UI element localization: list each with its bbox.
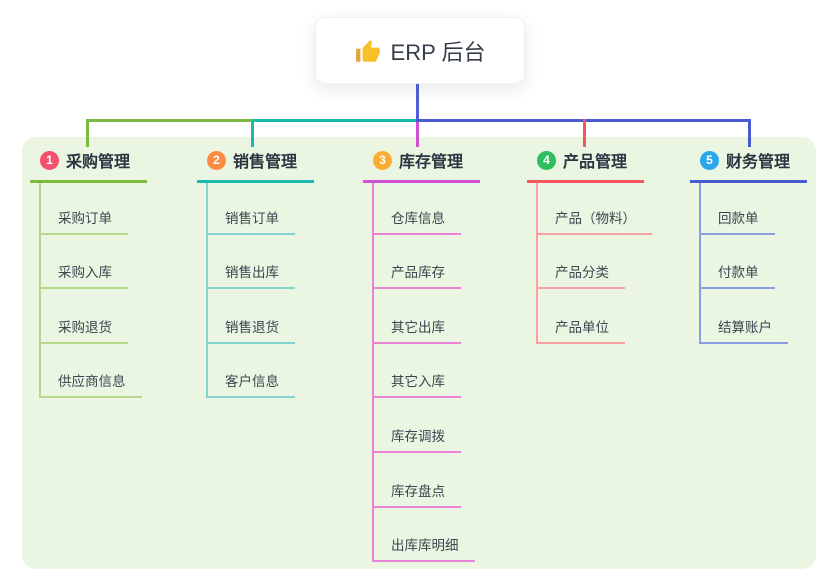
- root-title: ERP 后台: [390, 39, 486, 65]
- child-node[interactable]: 供应商信息: [41, 344, 142, 399]
- branch-node-product[interactable]: 4 产品管理: [527, 146, 645, 183]
- branch-number-badge: 2: [207, 150, 226, 170]
- connector-drop-inventory: [416, 122, 419, 147]
- branch-node-finance[interactable]: 5 财务管理: [690, 146, 808, 183]
- child-node[interactable]: 库存盘点: [374, 453, 461, 508]
- connector-drop-sales: [251, 119, 254, 147]
- child-node[interactable]: 销售出库: [208, 235, 295, 290]
- branch-children: 仓库信息 产品库存 其它出库 其它入库 库存调拨 库存盘点 出库库明细: [372, 183, 475, 563]
- child-node[interactable]: 库存调拨: [374, 398, 461, 453]
- child-node[interactable]: 采购订单: [41, 183, 128, 235]
- child-node[interactable]: 采购入库: [41, 235, 128, 290]
- branch-label: 库存管理: [399, 154, 464, 171]
- branches-background-panel: [22, 137, 816, 569]
- branch-node-sales[interactable]: 2 销售管理: [197, 146, 315, 183]
- connector-root-drop: [416, 84, 419, 120]
- branch-number-badge: 3: [373, 150, 392, 170]
- child-node[interactable]: 销售退货: [208, 289, 295, 344]
- child-node[interactable]: 出库库明细: [374, 508, 475, 563]
- child-node[interactable]: 其它入库: [374, 344, 461, 399]
- child-node[interactable]: 销售订单: [208, 183, 295, 235]
- branch-label: 产品管理: [563, 154, 628, 171]
- branch-number-badge: 1: [40, 150, 59, 170]
- connector-drop-product: [583, 119, 586, 147]
- child-node[interactable]: 产品分类: [538, 235, 625, 290]
- child-node[interactable]: 其它出库: [374, 289, 461, 344]
- branch-number-badge: 4: [537, 150, 556, 170]
- child-node[interactable]: 产品单位: [538, 289, 625, 344]
- child-node[interactable]: 产品库存: [374, 235, 461, 290]
- branch-node-purchase[interactable]: 1 采购管理: [30, 146, 148, 183]
- child-node[interactable]: 结算账户: [701, 289, 788, 344]
- child-node[interactable]: 回款单: [701, 183, 775, 235]
- branch-number-badge: 5: [700, 150, 719, 170]
- connector-bus-sales: [251, 119, 417, 122]
- branch-children: 采购订单 采购入库 采购退货 供应商信息: [39, 183, 142, 399]
- branch-finance: 5 财务管理 回款单 付款单 结算账户: [690, 146, 808, 344]
- child-node[interactable]: 采购退货: [41, 289, 128, 344]
- child-node[interactable]: 产品（物料）: [538, 183, 652, 235]
- branch-children: 回款单 付款单 结算账户: [699, 183, 788, 344]
- connector-drop-purchase: [86, 119, 89, 147]
- branch-label: 财务管理: [726, 154, 791, 171]
- branch-label: 采购管理: [66, 154, 131, 171]
- child-node[interactable]: 客户信息: [208, 344, 295, 399]
- connector-bus-purchase: [86, 119, 252, 122]
- branch-product: 4 产品管理 产品（物料） 产品分类 产品单位: [527, 146, 652, 344]
- branch-sales: 2 销售管理 销售订单 销售出库 销售退货 客户信息: [197, 146, 315, 399]
- root-node[interactable]: ERP 后台: [315, 17, 525, 84]
- child-node[interactable]: 仓库信息: [374, 183, 461, 235]
- connector-drop-finance: [748, 119, 751, 147]
- branch-purchase: 1 采购管理 采购订单 采购入库 采购退货 供应商信息: [30, 146, 148, 399]
- branch-inventory: 3 库存管理 仓库信息 产品库存 其它出库 其它入库 库存调拨 库存盘点 出库库…: [363, 146, 481, 563]
- thumbs-up-icon: [355, 39, 380, 62]
- branch-label: 销售管理: [233, 154, 298, 171]
- branch-children: 销售订单 销售出库 销售退货 客户信息: [206, 183, 295, 399]
- branch-node-inventory[interactable]: 3 库存管理: [363, 146, 481, 183]
- branch-children: 产品（物料） 产品分类 产品单位: [536, 183, 652, 344]
- child-node[interactable]: 付款单: [701, 235, 775, 290]
